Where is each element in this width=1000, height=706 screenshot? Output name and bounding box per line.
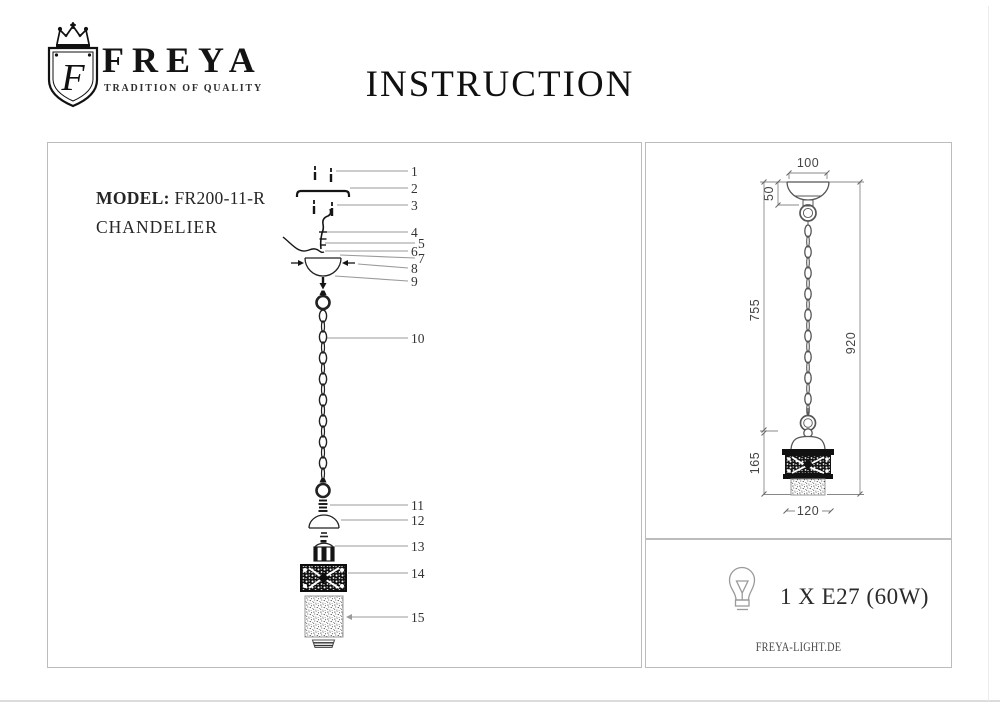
page-edge-right <box>988 6 989 701</box>
exploded-diagram: 1 2 3 4 5 6 7 8 9 10 11 12 13 14 15 <box>282 164 425 649</box>
part-number-5: 5 <box>418 236 425 251</box>
model-info: MODEL: FR200-11-R CHANDELIER <box>96 184 265 242</box>
suspension-wire <box>319 208 332 250</box>
down-arrow <box>319 277 327 290</box>
mounting-screws-lower <box>312 200 334 216</box>
part-number-2: 2 <box>411 181 418 196</box>
dimension-lamp-height: 165 <box>748 452 762 474</box>
dimension-diagram: 100 50 755 165 920 120 <box>748 156 864 518</box>
pendant-band <box>782 449 834 479</box>
canopy <box>304 257 342 277</box>
decorative-band <box>300 564 347 592</box>
leader-lines <box>325 170 416 618</box>
dimension-canopy-height: 50 <box>762 186 776 201</box>
hanging-ring-top <box>315 294 331 311</box>
part-number-15: 15 <box>411 610 425 625</box>
website: FREYA-LIGHT.DE <box>755 640 842 654</box>
part-numbers: 1 2 3 4 5 6 7 8 9 10 11 12 13 14 15 <box>411 164 425 625</box>
lamp-socket <box>313 540 335 562</box>
page-title: INSTRUCTION <box>365 64 635 105</box>
page-edge-bottom <box>0 700 1000 702</box>
dim-canopy-height: 50 <box>762 179 781 208</box>
part-number-14: 14 <box>411 566 425 581</box>
dim-canopy-width: 100 <box>786 156 830 179</box>
ceiling-cable <box>282 236 325 254</box>
small-dome <box>308 514 340 538</box>
dimension-shade-width: 120 <box>797 504 819 518</box>
glass-shade <box>304 595 344 649</box>
extension-lines <box>760 181 864 495</box>
pendant-chain <box>804 224 812 416</box>
pendant-ring-top <box>799 204 817 222</box>
wire-connectors <box>319 231 327 246</box>
part-number-1: 1 <box>411 164 418 179</box>
dimension-canopy-width: 100 <box>797 156 819 170</box>
brand-name: FREYA <box>102 40 263 80</box>
part-number-3: 3 <box>411 198 418 213</box>
part-number-12: 12 <box>411 513 425 528</box>
brand-tagline: TRADITION OF QUALITY <box>104 83 263 94</box>
dim-shade-width: 120 <box>783 504 834 518</box>
pendant-dome <box>790 435 826 450</box>
part-number-6: 6 <box>411 244 418 259</box>
threaded-nipple <box>318 499 328 512</box>
info-panel <box>645 539 952 668</box>
model-type: CHANDELIER <box>96 217 218 237</box>
svg-text:F: F <box>60 57 85 99</box>
pendant-shade <box>790 478 826 496</box>
pendant-ring-bottom-inner <box>803 418 813 428</box>
pendant-ring-top-inner <box>802 207 814 219</box>
hanging-ring-bottom <box>315 482 331 499</box>
canopy-arrows <box>291 260 355 266</box>
pendant-canopy <box>786 181 830 207</box>
part-number-7: 7 <box>418 251 425 266</box>
dim-total-height: 920 <box>844 179 863 497</box>
mounting-screws-top <box>313 166 333 182</box>
part-number-11: 11 <box>411 498 424 513</box>
bulb-icon <box>728 566 756 611</box>
part-number-9: 9 <box>411 274 418 289</box>
part-number-4: 4 <box>411 225 418 240</box>
part-number-10: 10 <box>411 331 425 346</box>
hook-cap-top <box>319 290 327 295</box>
freya-logo-icon: F <box>47 22 99 108</box>
bulb-spec: 1 X E27 (60W) <box>780 584 929 609</box>
hook-cap-bottom <box>319 478 327 483</box>
dim-chain-length: 755 <box>748 179 767 433</box>
dimension-chain-length: 755 <box>748 299 762 321</box>
part-number-8: 8 <box>411 261 418 276</box>
mounting-bracket <box>295 189 351 197</box>
dim-lamp-height: 165 <box>748 430 767 497</box>
model-value: FR200-11-R <box>174 188 266 208</box>
chain <box>318 309 328 480</box>
dimension-total-height: 920 <box>844 332 858 354</box>
part-number-13: 13 <box>411 539 425 554</box>
model-label: MODEL: <box>96 188 170 208</box>
